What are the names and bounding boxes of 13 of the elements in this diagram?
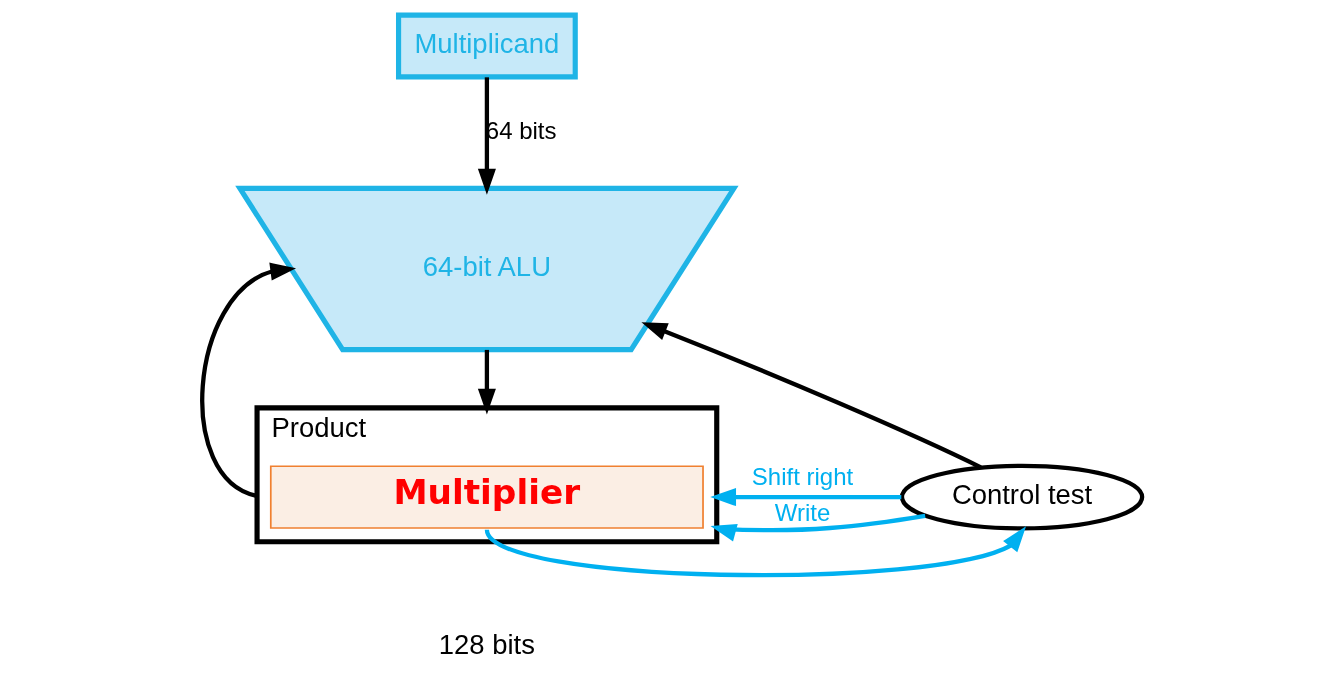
arrow bbox=[709, 488, 901, 507]
arrow bbox=[640, 322, 982, 470]
arrow bbox=[709, 513, 926, 542]
edge-label: Write bbox=[774, 499, 830, 527]
node-box: Multiplier bbox=[269, 465, 704, 529]
node-label: 128 bits bbox=[438, 628, 535, 660]
node-box: Multiplicand bbox=[395, 12, 578, 80]
edge-label: Shift right bbox=[751, 463, 853, 491]
arrow bbox=[484, 526, 1026, 578]
arrow bbox=[477, 349, 496, 415]
arrow bbox=[199, 262, 296, 498]
arrow bbox=[477, 77, 496, 195]
node-ellipse: Control test bbox=[899, 463, 1144, 531]
